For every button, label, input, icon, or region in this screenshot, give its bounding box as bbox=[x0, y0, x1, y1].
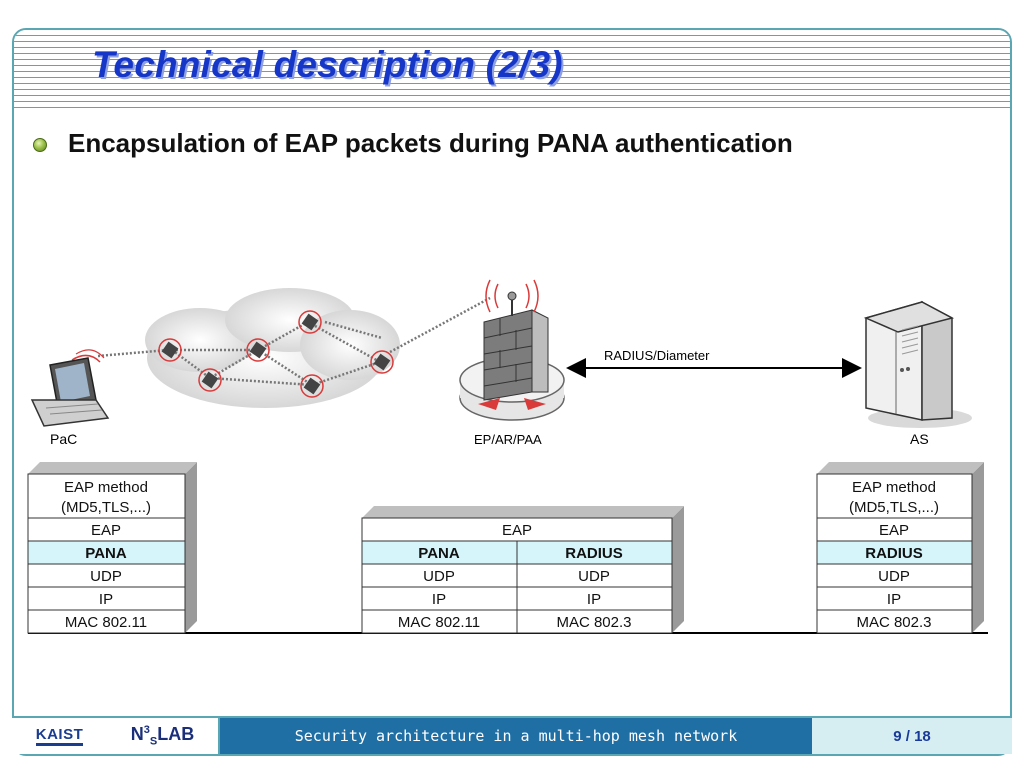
stack-layer-text: MAC 802.3 bbox=[856, 614, 931, 631]
lab-logo-n: N bbox=[130, 724, 144, 745]
as-protocol-stack: EAP method (MD5,TLS,...) EAP RADIUS UDP … bbox=[816, 462, 984, 634]
kaist-logo: KAIST bbox=[35, 726, 84, 746]
lab-logo-lab: LAB bbox=[157, 724, 195, 745]
lab-logo-sup: 3 bbox=[143, 724, 150, 737]
stack-layer-text: IP bbox=[432, 591, 446, 608]
stack-layer-text: EAP bbox=[879, 522, 909, 539]
stack-layer-text: MAC 802.11 bbox=[65, 614, 147, 631]
bullet-icon bbox=[33, 138, 47, 152]
stack-layer-text: RADIUS bbox=[865, 545, 923, 562]
ep-label: EP/AR/PAA bbox=[474, 432, 542, 447]
stack-layer-text: PANA bbox=[418, 545, 460, 562]
laptop-icon bbox=[30, 349, 110, 427]
page-number: 9 / 18 bbox=[812, 718, 1012, 754]
stack-layer-text: EAP method bbox=[852, 479, 936, 496]
stack-layer-text: EAP bbox=[502, 522, 532, 539]
mesh-router-icon bbox=[246, 338, 270, 362]
stack-layer-text: UDP bbox=[878, 568, 910, 585]
stack-layer-text: (MD5,TLS,...) bbox=[849, 499, 939, 516]
ep-protocol-stack: EAP PANA RADIUS UDP UDP IP IP MAC 802.11… bbox=[361, 506, 684, 634]
mesh-router-icon bbox=[158, 338, 182, 362]
slide-footer: KAIST N3SLAB Security architecture in a … bbox=[12, 716, 1012, 754]
footer-title: Security architecture in a multi-hop mes… bbox=[220, 718, 812, 754]
link-label: RADIUS/Diameter bbox=[604, 348, 710, 363]
stack-layer-text: MAC 802.3 bbox=[556, 614, 631, 631]
stack-layer-text: UDP bbox=[423, 568, 455, 585]
bullet-text: Encapsulation of EAP packets during PANA… bbox=[68, 128, 793, 158]
stack-layer-text: RADIUS bbox=[565, 545, 623, 562]
mesh-router-icon bbox=[300, 374, 324, 398]
stack-layer-text: IP bbox=[99, 591, 113, 608]
stack-layer-text: IP bbox=[887, 591, 901, 608]
mesh-router-icons bbox=[158, 310, 394, 398]
pac-label: PaC bbox=[50, 431, 77, 447]
stack-layer-text: (MD5,TLS,...) bbox=[61, 499, 151, 516]
firewall-router-icon bbox=[459, 279, 565, 421]
stack-layer-text: UDP bbox=[90, 568, 122, 585]
stack-layer-text: UDP bbox=[578, 568, 610, 585]
slide-title: Technical description (2/3) bbox=[92, 44, 563, 85]
mesh-router-icon bbox=[198, 368, 222, 392]
stack-layer-text: EAP bbox=[91, 522, 121, 539]
as-label: AS bbox=[910, 431, 929, 447]
mesh-cloud bbox=[145, 288, 400, 408]
lab-logo-s: S bbox=[149, 735, 158, 748]
stack-layer-text: MAC 802.11 bbox=[398, 614, 480, 631]
network-diagram: PaC EP/AR/PAA RADIUS/Diameter bbox=[27, 279, 988, 634]
mesh-router-icon bbox=[370, 350, 394, 374]
mesh-router-icon bbox=[298, 310, 322, 334]
footer-logos: KAIST N3SLAB bbox=[12, 718, 220, 754]
stack-layer-text: PANA bbox=[85, 545, 127, 562]
pac-protocol-stack: EAP method (MD5,TLS,...) EAP PANA UDP IP… bbox=[27, 462, 197, 634]
header-stripes bbox=[14, 30, 1010, 108]
stack-layer-text: IP bbox=[587, 591, 601, 608]
lab-logo: N3SLAB bbox=[131, 724, 194, 748]
server-icon bbox=[863, 300, 972, 428]
stack-layer-text: EAP method bbox=[64, 479, 148, 496]
